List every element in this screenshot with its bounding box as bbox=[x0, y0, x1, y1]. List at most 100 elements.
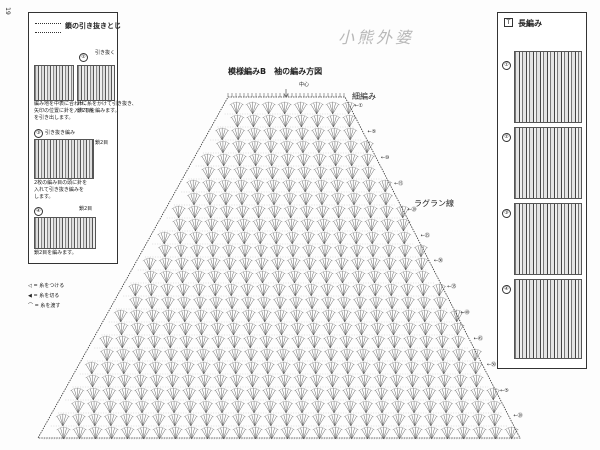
chain-arc bbox=[387, 348, 403, 353]
chain-arc bbox=[263, 127, 278, 132]
shell-stitch bbox=[362, 167, 375, 180]
shell-stitch bbox=[281, 427, 294, 440]
shell-stitch bbox=[420, 336, 433, 349]
legend-item-attach: ◁ = 糸をつける bbox=[28, 283, 65, 289]
shell-stitch bbox=[148, 336, 161, 349]
shell-stitch bbox=[303, 258, 316, 271]
chain-arc bbox=[269, 244, 285, 249]
chain-arc bbox=[350, 257, 365, 262]
chain-arc bbox=[308, 361, 323, 366]
chain-arc bbox=[450, 322, 465, 327]
chain-arc bbox=[257, 309, 272, 314]
chain-arc bbox=[328, 426, 343, 431]
chain-arc bbox=[184, 426, 199, 431]
chain-arc bbox=[316, 218, 331, 223]
chain-arc bbox=[118, 400, 134, 405]
chain-arc bbox=[221, 244, 237, 249]
shell-stitch bbox=[401, 284, 414, 297]
chain-arc bbox=[451, 348, 467, 353]
chain-arc bbox=[203, 205, 218, 210]
chain-arc bbox=[175, 270, 190, 275]
chain-arc bbox=[256, 283, 271, 288]
chain-arc bbox=[116, 361, 131, 366]
shell-stitch bbox=[279, 388, 292, 401]
shell-stitch bbox=[311, 388, 324, 401]
chain-arc bbox=[341, 101, 356, 106]
shell-stitch bbox=[469, 362, 482, 375]
step2-photo bbox=[77, 65, 115, 101]
shell-stitch bbox=[301, 219, 314, 232]
shell-stitch bbox=[121, 427, 134, 440]
shell-stitch bbox=[450, 310, 463, 323]
chain-arc bbox=[248, 153, 263, 158]
shell-stitch bbox=[268, 206, 281, 219]
shell-stitch bbox=[276, 336, 289, 349]
shell-stitch bbox=[246, 102, 259, 115]
chain-arc bbox=[201, 166, 216, 171]
shell-stitch bbox=[221, 219, 234, 232]
chain-arc bbox=[486, 400, 502, 405]
chain-arc bbox=[299, 205, 314, 210]
step4-note: 鎖2目 bbox=[79, 206, 93, 212]
chain-arc bbox=[158, 257, 173, 262]
shell-stitch bbox=[225, 297, 239, 310]
chain-arc bbox=[417, 309, 432, 314]
chain-arc bbox=[360, 153, 375, 158]
shell-stitch bbox=[342, 102, 355, 115]
shell-stitch bbox=[165, 362, 178, 375]
shell-stitch bbox=[306, 310, 319, 323]
shell-stitch bbox=[366, 245, 380, 258]
chain-arc bbox=[379, 205, 394, 210]
shell-stitch bbox=[372, 336, 385, 349]
chain-arc bbox=[333, 244, 349, 249]
row-label: ←㉚ bbox=[433, 258, 444, 265]
shell-stitch bbox=[71, 388, 84, 401]
chain-arc bbox=[374, 400, 390, 405]
chain-arc bbox=[381, 231, 396, 236]
shell-stitch bbox=[248, 141, 262, 154]
chain-arc bbox=[262, 114, 277, 119]
chain-arc bbox=[202, 192, 218, 197]
step3-caption-2: 入れて引き抜き編みを bbox=[34, 187, 84, 193]
shell-stitch bbox=[337, 297, 351, 310]
chain-arc bbox=[215, 140, 231, 145]
shell-stitch bbox=[149, 362, 162, 375]
shell-stitch bbox=[262, 375, 275, 388]
chain-arc bbox=[349, 244, 365, 249]
chain-arc bbox=[423, 413, 438, 418]
shell-stitch bbox=[436, 349, 450, 362]
chain-arc bbox=[278, 387, 293, 392]
chain-arc bbox=[222, 257, 237, 262]
shell-stitch bbox=[249, 427, 262, 440]
chain-arc bbox=[359, 413, 374, 418]
shell-stitch bbox=[295, 115, 308, 128]
hosoami-label: 細編み bbox=[352, 92, 376, 101]
chain-arc bbox=[398, 257, 413, 262]
shell-stitch bbox=[135, 388, 148, 401]
chain-arc bbox=[397, 231, 412, 236]
shell-stitch bbox=[356, 349, 370, 362]
chain-arc bbox=[343, 127, 358, 132]
chain-arc bbox=[314, 192, 330, 197]
shell-stitch bbox=[350, 232, 363, 245]
shell-stitch bbox=[416, 271, 429, 284]
shell-stitch bbox=[280, 141, 294, 154]
shell-stitch bbox=[212, 349, 226, 362]
shell-stitch bbox=[380, 206, 393, 219]
chain-arc bbox=[166, 400, 182, 405]
shell-stitch bbox=[260, 349, 274, 362]
shell-stitch bbox=[190, 232, 203, 245]
shell-stitch bbox=[217, 427, 230, 440]
shell-stitch bbox=[129, 284, 142, 297]
raglan-label: ラグラン線 bbox=[414, 199, 454, 208]
chain-arc bbox=[230, 400, 246, 405]
chain-arc bbox=[291, 348, 307, 353]
shell-stitch bbox=[146, 310, 159, 323]
shell-stitch bbox=[217, 154, 230, 167]
shell-stitch bbox=[88, 414, 102, 427]
chain-arc bbox=[242, 322, 257, 327]
shell-stitch bbox=[341, 362, 354, 375]
shell-stitch bbox=[254, 245, 268, 258]
shell-stitch bbox=[281, 154, 294, 167]
